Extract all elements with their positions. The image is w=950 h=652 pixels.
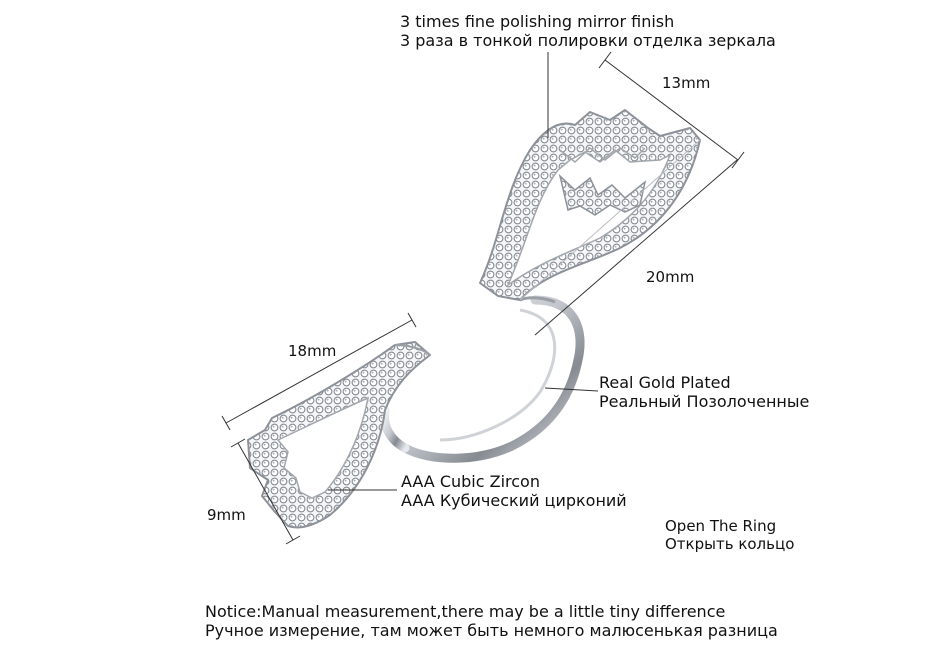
dimension-lines <box>221 51 745 545</box>
zircon-callout-en: AAA Cubic Zircon <box>401 472 540 491</box>
gold-callout: Real Gold Plated Реальный Позолоченные <box>599 373 809 411</box>
open-callout-en: Open The Ring <box>665 517 777 535</box>
top-width-label: 13mm <box>662 74 711 92</box>
open-callout-ru: Открыть кольцо <box>665 535 795 553</box>
zircon-callout-ru: AAA Кубический цирконий <box>401 491 627 510</box>
polish-callout: 3 times fine polishing mirror finish 3 р… <box>400 12 776 50</box>
bottom-length-label: 18mm <box>288 342 337 360</box>
polish-callout-en: 3 times fine polishing mirror finish <box>400 12 675 31</box>
polish-callout-ru: 3 раза в тонкой полировки отделка зеркал… <box>400 31 776 50</box>
notice-ru: Ручное измерение, там может быть немного… <box>205 621 778 640</box>
bottom-wing <box>247 341 431 529</box>
notice-en: Notice:Manual measurement,there may be a… <box>205 602 726 621</box>
top-wing <box>479 109 701 301</box>
notice: Notice:Manual measurement,there may be a… <box>205 602 778 640</box>
top-length-label: 20mm <box>646 268 695 286</box>
gold-callout-ru: Реальный Позолоченные <box>599 392 810 411</box>
open-callout: Open The Ring Открыть кольцо <box>665 517 794 553</box>
bottom-width-label: 9mm <box>207 506 246 524</box>
gold-callout-en: Real Gold Plated <box>599 373 731 392</box>
zircon-callout: AAA Cubic Zircon AAA Кубический цирконий <box>401 472 627 510</box>
